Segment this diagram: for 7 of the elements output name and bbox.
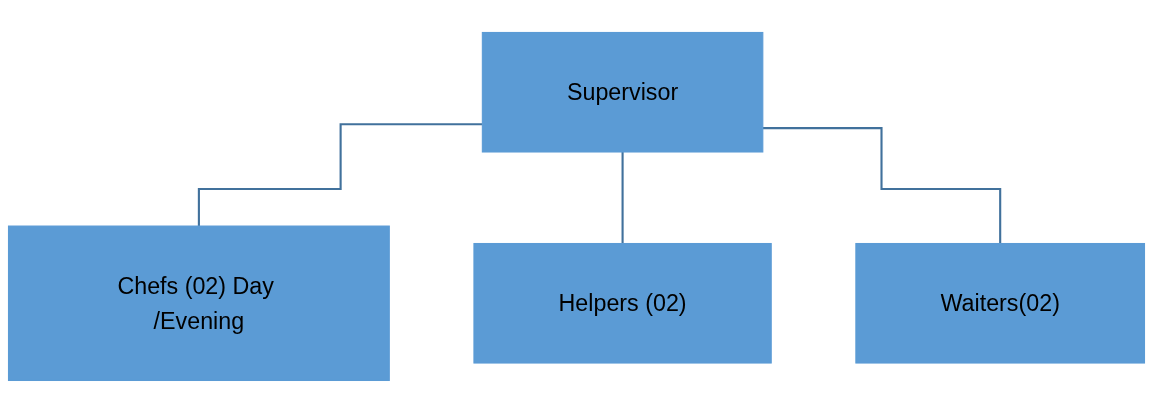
node-box: Supervisor (481, 31, 764, 153)
node-box: Waiters(02) (855, 242, 1146, 364)
connector (621, 150, 624, 245)
node-box: Chefs (02) Day /Evening (7, 225, 390, 381)
connector (762, 126, 1002, 245)
connector (197, 122, 483, 227)
node-box: Helpers (02) (473, 242, 772, 364)
